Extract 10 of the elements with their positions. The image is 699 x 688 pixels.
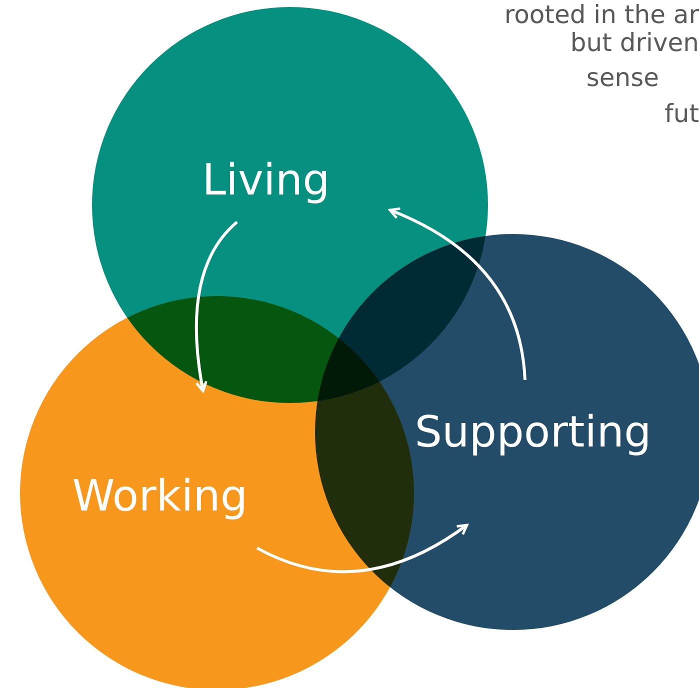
circle-label: Working: [72, 476, 248, 518]
circle-label: Supporting: [414, 412, 652, 454]
curved-arrow: [388, 208, 526, 380]
circle-label: Living: [202, 160, 330, 202]
description-text: sense: [586, 65, 659, 90]
description-text: rooted in the ar: [504, 2, 699, 27]
description-text: fut: [664, 101, 699, 126]
curved-arrow: [195, 220, 238, 392]
description-text: but driven: [570, 30, 699, 55]
curved-arrow: [256, 524, 468, 574]
